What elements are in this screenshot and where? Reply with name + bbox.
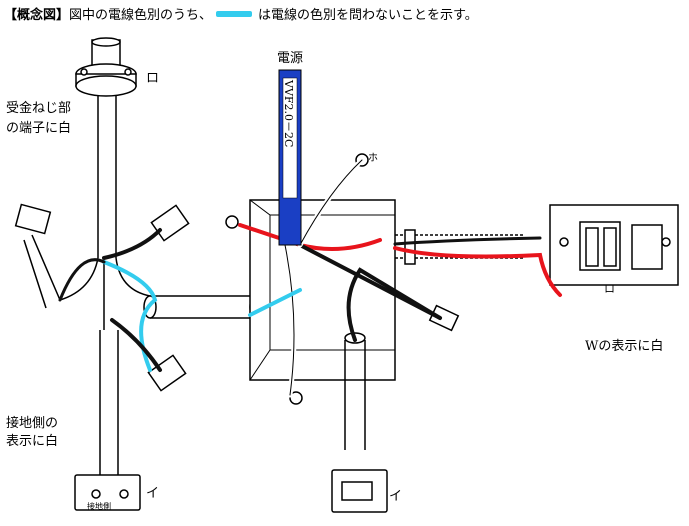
i-label-bottom-left: イ [146,486,160,501]
caption: 【概念図】 図中の電線色別のうち、 は電線の色別を問わないことを示す。 [4,4,478,23]
i-label-bottom-right: イ [389,489,403,504]
receptacle-terminal-label-1: 受金ねじ部 [6,101,72,116]
lamp-receptacle [75,37,137,97]
ro-label-right: ロ [604,282,615,295]
ground-side-small-label: 接地側 [87,502,111,511]
cable-type-label: VVF2.0－2C [282,80,295,148]
power-source-label: 電源 [277,51,304,66]
ho-label: ホ [368,153,378,164]
any-color-swatch [216,10,253,17]
power-cable [278,69,302,246]
receptacle-terminal-label-2: の端子に白 [6,121,72,136]
w-mark-label: Wの表示に白 [585,339,664,354]
caption-text-after: は電線の色別を問わないことを示す。 [258,8,478,23]
ground-side-label-1: 接地側の [6,416,59,431]
receptacle-cable [97,96,117,258]
caption-text-before: 図中の電線色別のうち、 [69,8,213,23]
ground-side-label-2: 表示に白 [6,434,59,449]
ro-label-top: ロ [146,71,160,86]
caption-prefix: 【概念図】 [4,8,70,23]
